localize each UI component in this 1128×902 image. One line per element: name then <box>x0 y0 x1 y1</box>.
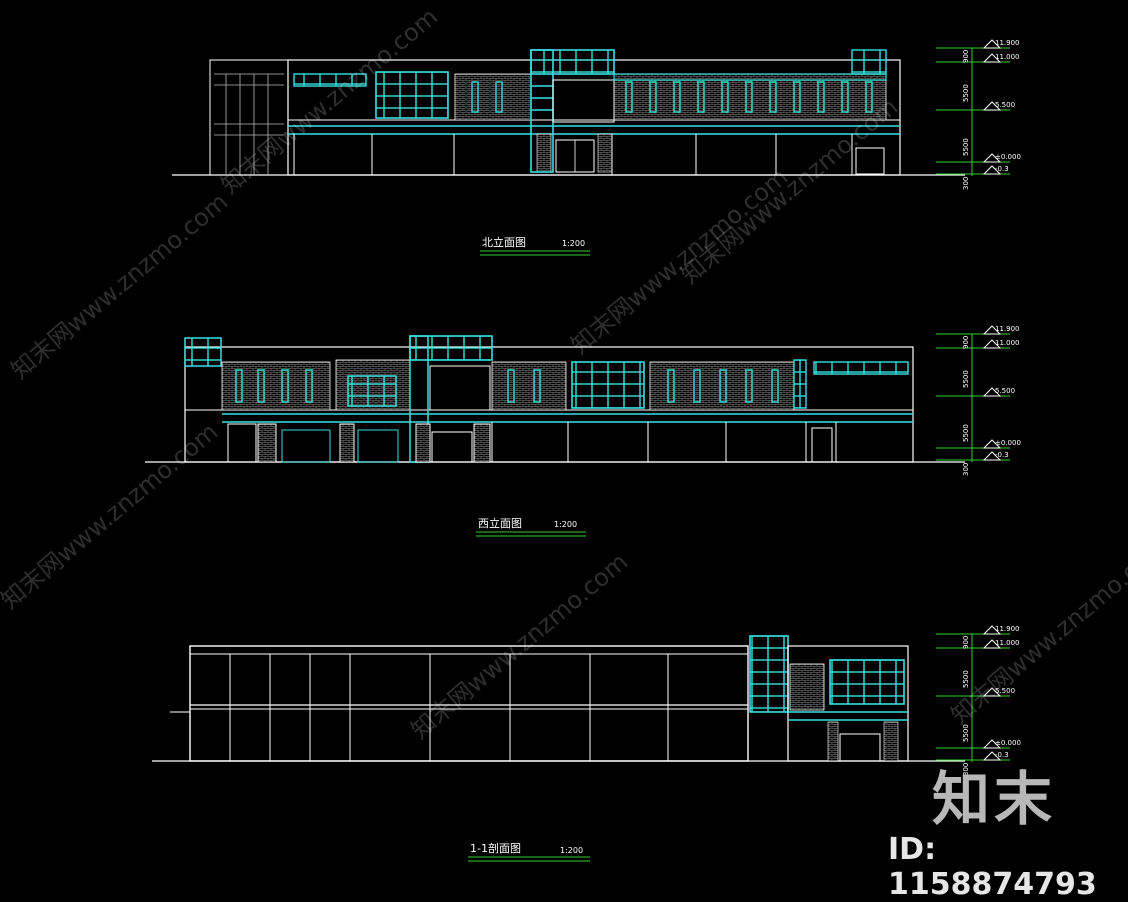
section-1-1 <box>152 635 965 762</box>
level-marker-group: 11.900 11.000 5.500 ±0.000 -0.3 900 5500 5500 30… <box>936 39 1021 190</box>
level-value: 5.500 <box>995 387 1015 395</box>
level-marker-group: 11.900 11.000 5.500 ±0.000 -0.3 900 5500 5500 30… <box>936 325 1021 476</box>
dimension-value: 900 <box>962 636 970 649</box>
title-west: 西立面图 1:200 <box>476 516 586 537</box>
grid-window <box>829 659 905 705</box>
level-value: 5.500 <box>995 101 1015 109</box>
level-value: ±0.000 <box>995 739 1021 747</box>
level-symbol-icon <box>982 39 1002 49</box>
level-symbol-icon <box>982 339 1002 349</box>
watermark-text: 知末网www.znzmo.com <box>0 418 223 615</box>
dimension-value: 5500 <box>962 370 970 388</box>
shopfronts <box>227 422 837 463</box>
brand-logo: 知末 <box>932 765 1057 833</box>
level-value: 11.900 <box>995 39 1020 47</box>
north-elevation <box>172 49 965 176</box>
level-marker-group: 11.900 11.000 5.500 ±0.000 -0.3 900 5500 5500 30… <box>936 625 1021 776</box>
level-symbol-icon <box>982 739 1002 749</box>
drawing-title: 西立面图 <box>478 516 522 530</box>
level-symbol-icon <box>982 153 1002 163</box>
level-value: ±0.000 <box>995 153 1021 161</box>
level-symbol-icon <box>982 325 1002 335</box>
grid-window <box>375 71 449 119</box>
level-symbol-icon <box>982 451 1002 461</box>
shopfronts <box>293 134 853 175</box>
slit-windows <box>235 369 779 403</box>
dimension-value: 300 <box>962 463 970 476</box>
west-elevation <box>145 335 965 463</box>
main-body <box>184 346 914 463</box>
brick-wall-left <box>221 361 331 411</box>
brick-wall-left <box>454 73 532 121</box>
ribbon-window <box>293 73 367 87</box>
dimension-value: 5500 <box>962 670 970 688</box>
level-value: 11.000 <box>995 639 1020 647</box>
watermark-text: 知末网www.znzmo.com <box>946 533 1128 730</box>
grid-window <box>347 375 397 407</box>
slit-windows <box>471 81 873 113</box>
level-markers: 11.900 11.000 5.500 ±0.000 -0.3 900 5500 5500 30… <box>936 39 1021 776</box>
level-value: -0.3 <box>995 751 1009 759</box>
level-symbol-icon <box>982 165 1002 175</box>
drawing-scale: 1:200 <box>562 239 585 248</box>
dimension-value: 300 <box>962 763 970 776</box>
grid-window-large <box>571 361 645 409</box>
level-symbol-icon <box>982 687 1002 697</box>
level-symbol-icon <box>982 639 1002 649</box>
drawing-scale: 1:200 <box>560 846 583 855</box>
level-symbol-icon <box>982 101 1002 111</box>
stair-railings <box>214 73 284 175</box>
level-symbol-icon <box>982 751 1002 761</box>
dimension-value: 900 <box>962 50 970 63</box>
image-id-label: ID: 1158874793 <box>888 832 1097 902</box>
level-value: -0.3 <box>995 165 1009 173</box>
drawing-scale: 1:200 <box>554 520 577 529</box>
dimension-value: 5500 <box>962 424 970 442</box>
title-section: 1-1剖面图 1:200 <box>468 841 590 862</box>
level-value: 11.900 <box>995 625 1020 633</box>
corner-glass-box <box>184 337 222 367</box>
glass-tower <box>749 635 789 713</box>
title-north: 北立面图 1:200 <box>480 235 590 256</box>
level-symbol-icon <box>982 387 1002 397</box>
brick-wall-right <box>491 361 567 411</box>
level-value: -0.3 <box>995 451 1009 459</box>
dimension-value: 5500 <box>962 724 970 742</box>
level-symbol-icon <box>982 439 1002 449</box>
section-columns <box>229 654 669 761</box>
brick-wall-right <box>613 73 887 121</box>
level-symbol-icon <box>982 53 1002 63</box>
dimension-value: 5500 <box>962 138 970 156</box>
drawing-title: 北立面图 <box>482 235 526 249</box>
roof-glass-box <box>851 49 887 75</box>
dimension-value: 300 <box>962 177 970 190</box>
level-value: 11.900 <box>995 325 1020 333</box>
section-outline <box>189 645 749 762</box>
watermark-text: 知末网www.znzmo.com <box>676 93 903 290</box>
dimension-value: 5500 <box>962 84 970 102</box>
level-symbol-icon <box>982 625 1002 635</box>
level-value: 5.500 <box>995 687 1015 695</box>
watermark-text: 知末网www.znzmo.com <box>566 163 793 360</box>
level-value: 11.000 <box>995 339 1020 347</box>
drawing-title: 1-1剖面图 <box>470 841 521 855</box>
ribbon-window <box>813 361 909 375</box>
glass-tower <box>530 49 615 75</box>
glass-tower <box>409 335 493 361</box>
dimension-value: 900 <box>962 336 970 349</box>
level-value: ±0.000 <box>995 439 1021 447</box>
level-value: 11.000 <box>995 53 1020 61</box>
